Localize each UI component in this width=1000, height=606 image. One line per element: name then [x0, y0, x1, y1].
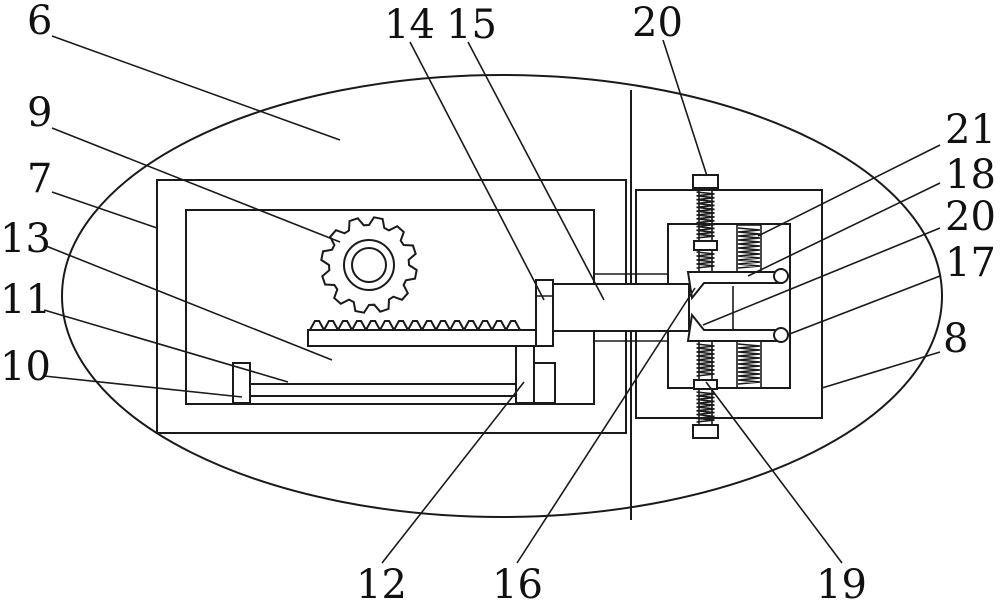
screw-coil-top	[696, 191, 715, 239]
screw-coil-bottom	[696, 391, 715, 423]
rack-tooth-profile	[309, 320, 521, 333]
slide-block-right	[515, 345, 535, 404]
ball-bottom	[773, 327, 789, 343]
label-20-mid: 20	[945, 194, 996, 240]
leader-lines	[43, 35, 941, 564]
spring-housing-bottom	[736, 340, 762, 389]
label-9: 9	[27, 90, 52, 136]
screw-head-top	[692, 174, 719, 189]
screw-coil-top-low	[696, 251, 715, 269]
housing-ellipse	[61, 74, 943, 518]
ball-top	[773, 268, 789, 284]
connecting-rod	[551, 283, 690, 332]
nut-top	[693, 240, 718, 251]
label-13: 13	[0, 216, 51, 262]
label-20-top: 20	[632, 0, 683, 46]
nut-bottom	[693, 379, 718, 390]
label-21: 21	[945, 107, 996, 153]
label-15: 15	[446, 2, 497, 48]
spring-bottom	[737, 343, 761, 385]
label-14: 14	[384, 2, 435, 48]
slide-block-left	[232, 362, 251, 404]
label-16: 16	[492, 562, 543, 606]
label-6: 6	[27, 0, 52, 44]
label-11: 11	[0, 277, 51, 323]
clamp-jaw-top	[686, 271, 783, 301]
label-10: 10	[0, 344, 51, 390]
spring-housing-top	[736, 224, 762, 273]
label-17: 17	[945, 240, 996, 286]
rack-teeth	[309, 320, 521, 333]
label-12: 12	[356, 562, 407, 606]
gear-hub-inner	[351, 247, 387, 283]
screw-coil-bottom-high	[696, 343, 715, 377]
label-7: 7	[27, 156, 52, 202]
slide-stop	[533, 362, 556, 404]
rack-bar	[307, 329, 537, 347]
screw-head-bottom	[692, 424, 719, 439]
spring-top	[737, 227, 761, 269]
label-18: 18	[945, 152, 996, 198]
label-8: 8	[943, 316, 968, 362]
label-19: 19	[816, 562, 867, 606]
clamp-jaw-bottom	[686, 312, 783, 342]
